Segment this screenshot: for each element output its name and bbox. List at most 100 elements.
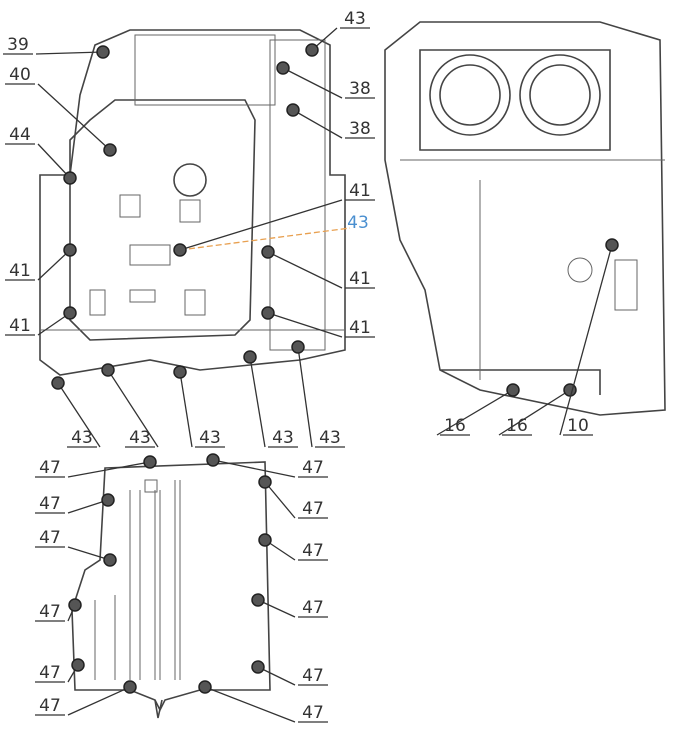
part-number-label: 38	[349, 79, 371, 99]
part-number-label: 47	[39, 696, 61, 716]
part-number-label: 10	[567, 416, 589, 436]
bolt-icon	[258, 533, 272, 547]
part-number-label: 16	[444, 416, 466, 436]
part-number-label: 41	[9, 316, 31, 336]
leader-line	[35, 546, 111, 561]
leader-line	[107, 369, 159, 448]
leader-line	[179, 199, 375, 251]
part-number-label: 43	[344, 9, 366, 29]
part-number-label: 47	[39, 663, 61, 683]
part-number-label: 47	[302, 541, 324, 561]
part-number-label: 47	[39, 494, 61, 514]
part-number-label: 41	[349, 318, 371, 338]
leader-line	[5, 83, 111, 151]
part-number-label: 41	[9, 261, 31, 281]
part-number-label: 47	[302, 499, 324, 519]
part-number-label: 43	[199, 428, 221, 448]
leader-line	[264, 481, 328, 519]
callout-crankcase-bottom-labels: 43	[243, 350, 298, 448]
bolt-icon	[101, 363, 115, 377]
leader-line	[35, 499, 109, 514]
bolt-icon	[123, 680, 137, 694]
callout-oil-pan-labels: 47	[35, 493, 115, 514]
part-number-label: 44	[9, 125, 31, 145]
callout-crankcase-bottom-labels: 39	[3, 35, 110, 59]
part-number-label: 38	[349, 119, 371, 139]
callout-crankcase-bottom-labels: 41	[5, 306, 77, 336]
crankcase-side-view	[384, 21, 666, 416]
bolt-icon	[251, 660, 265, 674]
part-number-label: 47	[302, 598, 324, 618]
callout-crankcase-bottom-labels: 43	[305, 9, 370, 57]
bolt-icon	[243, 350, 257, 364]
leader-line	[436, 389, 514, 436]
bolt-icon	[206, 453, 220, 467]
bolt-icon	[63, 243, 77, 257]
leader-line	[5, 143, 71, 179]
part-number-label: 41	[349, 181, 371, 201]
callout-crankcase-bottom-labels: 43	[101, 363, 159, 448]
bolt-icon	[103, 143, 117, 157]
leader-line	[267, 251, 375, 289]
callout-crankcase-bottom-labels: 43	[173, 365, 225, 448]
callout-oil-pan-labels: 47	[198, 680, 328, 723]
callout-oil-pan-labels: 47	[35, 680, 137, 716]
part-number-label: 16	[506, 416, 528, 436]
bolt-icon	[261, 245, 275, 259]
part-number-label: 40	[9, 65, 31, 85]
callout-oil-pan-labels: 47	[35, 598, 82, 622]
callout-crankcase-side-labels: 16	[436, 383, 520, 436]
callout-crankcase-bottom-labels: 44	[5, 125, 77, 185]
bolt-icon	[563, 383, 577, 397]
bolt-icon	[103, 553, 117, 567]
callout-oil-pan-labels: 47	[251, 593, 328, 618]
callout-oil-pan-labels: 47	[35, 528, 117, 567]
callout-oil-pan-labels: 47	[258, 475, 328, 519]
callout-crankcase-bottom-labels: 38	[286, 103, 375, 139]
leader-line	[179, 371, 225, 448]
bolt-icon	[291, 340, 305, 354]
leader-line	[559, 244, 613, 436]
highlight-leader	[179, 227, 351, 251]
leader-line	[3, 51, 104, 55]
leader-line	[498, 389, 571, 436]
bolt-icon	[143, 455, 157, 469]
bolt-icon	[251, 593, 265, 607]
part-number-label: 43	[347, 213, 369, 233]
callout-crankcase-bottom-labels: 41	[261, 306, 375, 338]
bolt-icon	[51, 376, 65, 390]
bolt-icon	[605, 238, 619, 252]
bolt-icon	[173, 243, 187, 257]
bolt-icon	[258, 475, 272, 489]
callout-crankcase-bottom-labels: 43	[347, 213, 369, 233]
callout-crankcase-side-labels: 10	[559, 238, 619, 436]
leader-line	[35, 461, 151, 478]
callout-oil-pan-labels: 47	[35, 455, 157, 478]
part-number-label: 47	[39, 602, 61, 622]
bolt-icon	[173, 365, 187, 379]
part-number-label: 47	[39, 528, 61, 548]
bolt-icon	[506, 383, 520, 397]
callout-crankcase-bottom-labels: 43	[291, 340, 345, 448]
part-number-label: 43	[272, 428, 294, 448]
callout-oil-pan-labels: 47	[206, 453, 328, 478]
leader-line	[212, 459, 328, 478]
leader-line	[267, 312, 375, 338]
bolt-icon	[63, 171, 77, 185]
part-number-label: 47	[302, 703, 324, 723]
bolt-icon	[96, 45, 110, 59]
leader-line	[292, 109, 375, 139]
part-number-label: 47	[302, 458, 324, 478]
bolt-icon	[261, 306, 275, 320]
bolt-icon	[286, 103, 300, 117]
bolt-icon	[71, 658, 85, 672]
callout-crankcase-bottom-labels: 41	[173, 181, 375, 257]
part-number-label: 43	[129, 428, 151, 448]
part-number-label: 43	[71, 428, 93, 448]
bolt-icon	[63, 306, 77, 320]
leader-line	[297, 346, 345, 448]
leader-line	[57, 382, 101, 448]
part-number-label: 41	[349, 269, 371, 289]
